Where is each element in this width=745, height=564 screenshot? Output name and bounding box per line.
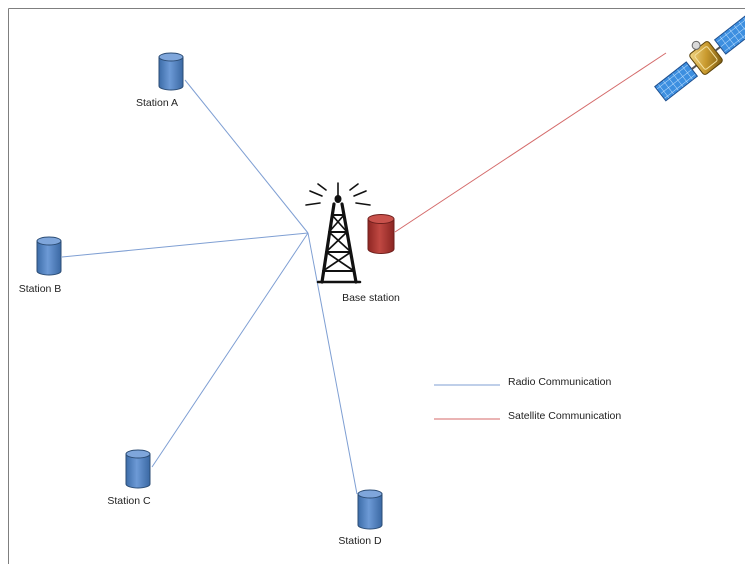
satellite-icon — [654, 14, 745, 102]
legend-item-satellite: Satellite Communication — [434, 410, 621, 422]
satellite-link — [394, 52, 667, 233]
base-station-label: Base station — [342, 292, 400, 304]
legend: Radio Communication Satellite Communicat… — [434, 376, 621, 422]
radio-link-station-b — [61, 232, 309, 258]
cylinder-icon — [36, 236, 62, 276]
radio-links — [61, 79, 358, 495]
station-d-label: Station D — [338, 535, 382, 547]
frame — [8, 8, 745, 564]
station-a: Station A — [136, 52, 184, 109]
station-b: Station B — [19, 236, 62, 295]
legend-radio-label: Radio Communication — [508, 376, 611, 388]
cylinder-icon — [125, 449, 151, 489]
station-a-label: Station A — [136, 97, 178, 109]
radio-link-station-a — [184, 79, 309, 234]
radio-link-station-c — [151, 232, 309, 468]
station-b-label: Station B — [19, 283, 62, 295]
station-c-label: Station C — [107, 495, 151, 507]
radio-tower-icon — [305, 182, 371, 284]
legend-satellite-label: Satellite Communication — [508, 410, 621, 422]
base-station: Base station — [342, 214, 400, 304]
cylinder-icon — [367, 214, 395, 254]
radio-link-station-d — [307, 232, 358, 495]
cylinder-icon — [357, 489, 383, 530]
cylinder-icon — [158, 52, 184, 91]
legend-item-radio: Radio Communication — [434, 376, 611, 388]
station-d: Station D — [338, 489, 383, 547]
station-c: Station C — [107, 449, 151, 507]
